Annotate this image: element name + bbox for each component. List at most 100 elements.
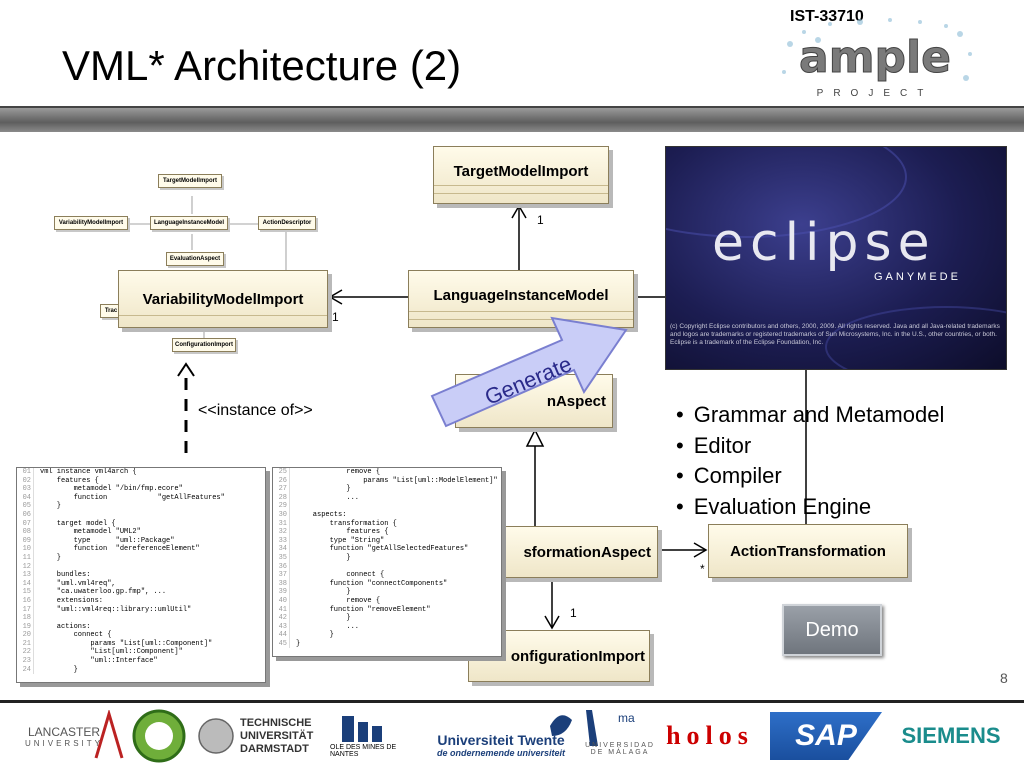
line-number: 38	[273, 579, 290, 589]
code-line: 26 params "List[uml::ModelElement]"	[273, 476, 501, 486]
code-text: remove {	[296, 468, 381, 476]
multiplicity-configuration: 1	[570, 606, 577, 620]
class-action-transformation-label: ActionTransformation	[730, 542, 886, 560]
line-number: 15	[17, 588, 34, 597]
code-line: 45}	[273, 639, 501, 649]
thumb-configuration-import: ConfigurationImport	[172, 338, 236, 352]
class-transformation-aspect: sformationAspect	[480, 526, 658, 578]
line-number: 13	[17, 571, 34, 580]
code-line: 32 features {	[273, 528, 501, 537]
code-text: aspects:	[296, 510, 347, 519]
code-text: }	[40, 553, 62, 562]
code-line: 33 type "String"	[273, 536, 501, 546]
code-line: 19 actions:	[17, 622, 265, 632]
eclipse-splash: eclipse GANYMEDE (c) Copyright Eclipse c…	[665, 146, 1007, 370]
code-line: 16 extensions:	[17, 596, 265, 606]
code-line: 41 function "removeElement"	[273, 605, 501, 615]
code-text: "uml::vml4req::library::umlUtil"	[40, 605, 192, 614]
line-number: 39	[273, 588, 290, 597]
code-text: }	[296, 639, 301, 648]
code-text: "List[uml::Component]"	[40, 648, 183, 657]
code-text: params "List[uml::ModelElement]"	[296, 476, 498, 485]
line-number: 12	[17, 562, 34, 572]
class-language-instance-model-label: LanguageInstanceModel	[433, 286, 609, 304]
code-line: 12	[17, 562, 265, 572]
svg-text:PROJECT: PROJECT	[817, 88, 934, 99]
eclipse-copyright: (c) Copyright Eclipse contributors and o…	[670, 323, 1000, 346]
line-number: 28	[273, 493, 290, 503]
feature-item: Grammar and Metamodel	[676, 400, 945, 431]
line-number: 29	[273, 502, 290, 511]
line-number: 32	[273, 528, 290, 537]
code-text: }	[296, 588, 351, 597]
code-text: function "dereferenceElement"	[40, 545, 200, 554]
line-number: 26	[273, 476, 290, 486]
code-line: 20 connect {	[17, 631, 265, 640]
code-text: }	[296, 614, 351, 623]
class-variability-model-import-label: VariabilityModelImport	[142, 290, 304, 308]
tud-line-1: TECHNISCHE	[240, 716, 312, 729]
line-number: 21	[17, 639, 34, 649]
line-number: 25	[273, 468, 290, 477]
demo-button[interactable]: Demo	[782, 604, 882, 656]
class-evaluation-aspect-label: nAspect	[546, 392, 606, 410]
code-line: 39 }	[273, 588, 501, 597]
line-number: 16	[17, 596, 34, 606]
code-line: 37 connect {	[273, 571, 501, 580]
code-text: connect {	[40, 631, 112, 640]
header-banner	[0, 108, 1024, 132]
code-text: }	[296, 485, 351, 494]
code-line: 18	[17, 614, 265, 623]
class-variability-model-import: VariabilityModelImport	[118, 270, 328, 328]
code-text: extensions:	[40, 596, 104, 605]
code-text: ...	[296, 622, 360, 631]
feature-list: Grammar and Metamodel Editor Compiler Ev…	[676, 400, 945, 522]
thumb-evaluation-aspect: EvaluationAspect	[166, 252, 224, 266]
class-transformation-aspect-label: sformationAspect	[523, 543, 651, 561]
code-text: connect {	[296, 571, 385, 580]
project-id: IST-33710	[790, 8, 864, 25]
line-number: 23	[17, 657, 34, 666]
code-line: 35 }	[273, 553, 501, 563]
code-text: remove {	[296, 596, 381, 605]
code-line: 22 "List[uml::Component]"	[17, 648, 265, 658]
thumb-target-model-import: TargetModelImport	[158, 174, 222, 188]
code-line: 43 ...	[273, 622, 501, 632]
partner-twente: Universiteit Twente de ondernemende univ…	[428, 706, 574, 766]
line-number: 43	[273, 622, 290, 632]
code-text: actions:	[40, 622, 91, 631]
page-number: 8	[1000, 670, 1008, 686]
tud-line-3: DARMSTADT	[240, 742, 309, 755]
feature-item: Editor	[676, 431, 944, 462]
line-number: 19	[17, 622, 34, 632]
multiplicity-target: 1	[537, 213, 544, 227]
line-number: 11	[17, 553, 34, 563]
twente-name: Universiteit Twente	[437, 732, 565, 748]
code-text: "uml::Interface"	[40, 657, 158, 666]
code-line: 40 remove {	[273, 596, 501, 606]
code-text: "ca.uwaterloo.gp.fmp", ...	[40, 588, 167, 597]
line-number: 22	[17, 648, 34, 658]
line-number: 08	[17, 528, 34, 537]
line-number: 33	[273, 536, 290, 546]
line-number: 07	[17, 519, 34, 529]
code-line: 28 ...	[273, 493, 501, 503]
tud-emblem-icon	[198, 718, 234, 754]
code-text: features {	[296, 528, 389, 537]
code-text: }	[296, 553, 351, 562]
code-line: 13 bundles:	[17, 571, 265, 580]
line-number: 10	[17, 545, 34, 554]
eclipse-edition: GANYMEDE	[874, 271, 961, 283]
partner-lancaster: LANCASTER UNIVERSITY	[14, 706, 114, 766]
class-target-model-import-label: TargetModelImport	[453, 162, 589, 180]
code-text: params "List[uml::Component]"	[40, 639, 213, 648]
line-number: 05	[17, 502, 34, 511]
line-number: 44	[273, 631, 290, 640]
line-number: 17	[17, 605, 34, 615]
code-line: 38 function "connectComponents"	[273, 579, 501, 589]
code-line: 34 function "getAllSelectedFeatures"	[273, 545, 501, 554]
code-line: 36	[273, 562, 501, 572]
line-number: 20	[17, 631, 34, 640]
